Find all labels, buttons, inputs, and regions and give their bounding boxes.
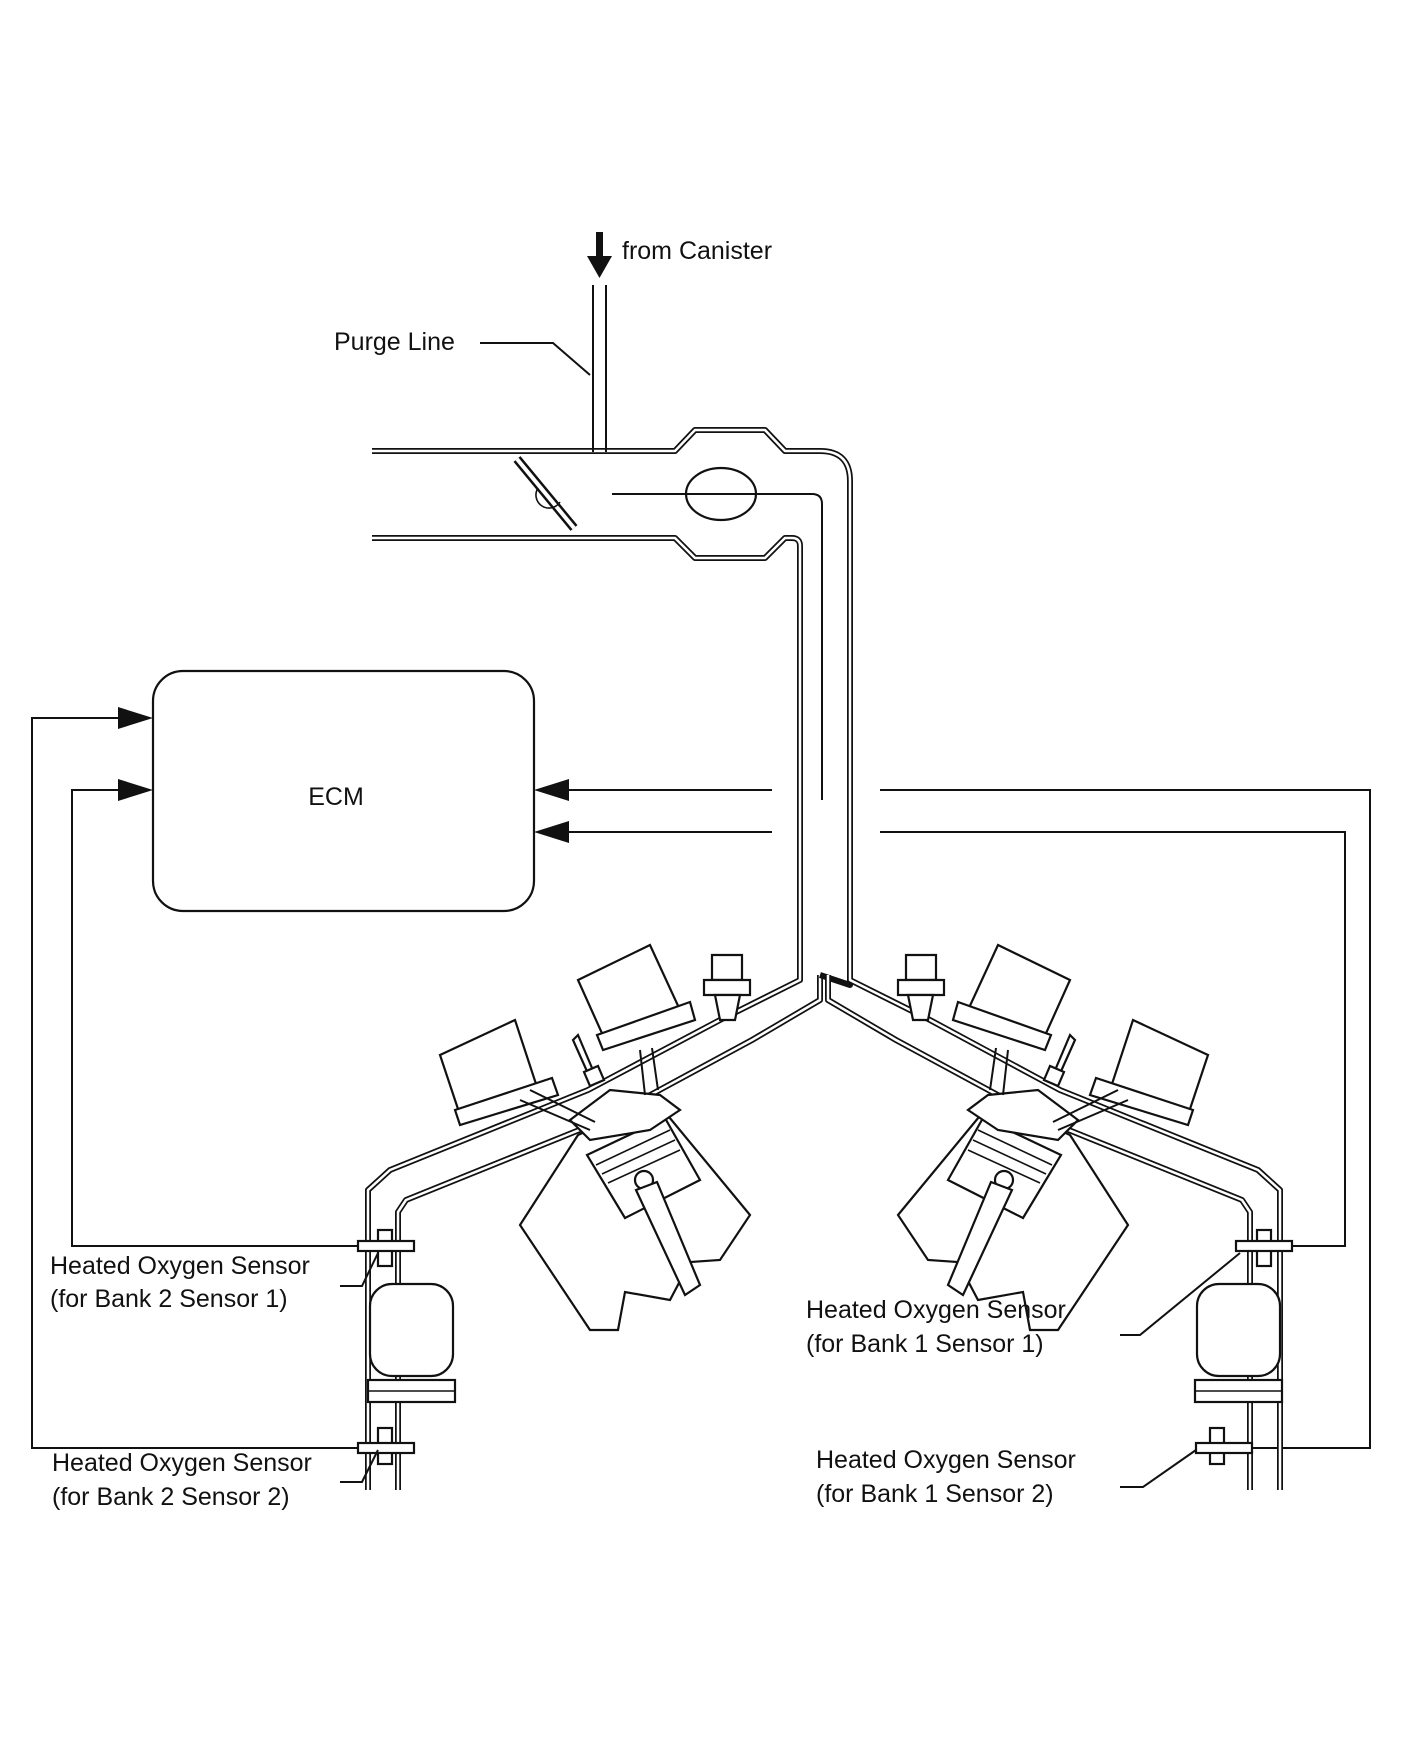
throttle-valve (513, 456, 578, 531)
from-canister-label: from Canister (622, 237, 772, 265)
ho2s-b1s2-label-2: (for Bank 1 Sensor 2) (816, 1480, 1054, 1508)
ho2s-b2s2-label-1: Heated Oxygen Sensor (52, 1449, 312, 1477)
ecm-label: ECM (308, 783, 364, 811)
catalyst-bank1 (1193, 1282, 1284, 1404)
ecm-box (151, 669, 536, 913)
ho2s-b1s1-label-1: Heated Oxygen Sensor (806, 1296, 1066, 1324)
ho2s-bank1-sensor2 (1194, 1426, 1254, 1466)
purge-line (480, 285, 607, 452)
leader-lines (340, 1252, 1241, 1488)
ho2s-b2s2-label-2: (for Bank 2 Sensor 2) (52, 1483, 290, 1511)
air-flow-meter (612, 466, 823, 800)
ho2s-b2s1-label-1: Heated Oxygen Sensor (50, 1252, 310, 1280)
engine-bank1 (896, 943, 1210, 1332)
intake-duct (372, 427, 853, 950)
ho2s-bank2-sensor1 (356, 1228, 416, 1268)
ho2s-b2s1-label-2: (for Bank 2 Sensor 1) (50, 1285, 288, 1313)
from-canister-arrow (587, 232, 612, 278)
ho2s-b1s2-label-1: Heated Oxygen Sensor (816, 1446, 1076, 1474)
engine-bank2 (438, 943, 752, 1332)
ho2s-bank1-sensor1 (1234, 1228, 1294, 1268)
ho2s-bank2-sensor2 (356, 1426, 416, 1466)
signal-wires (31, 707, 1371, 1449)
ho2s-b1s1-label-2: (for Bank 1 Sensor 1) (806, 1330, 1044, 1358)
purge-line-label: Purge Line (334, 328, 455, 356)
catalyst-bank2 (366, 1282, 457, 1404)
